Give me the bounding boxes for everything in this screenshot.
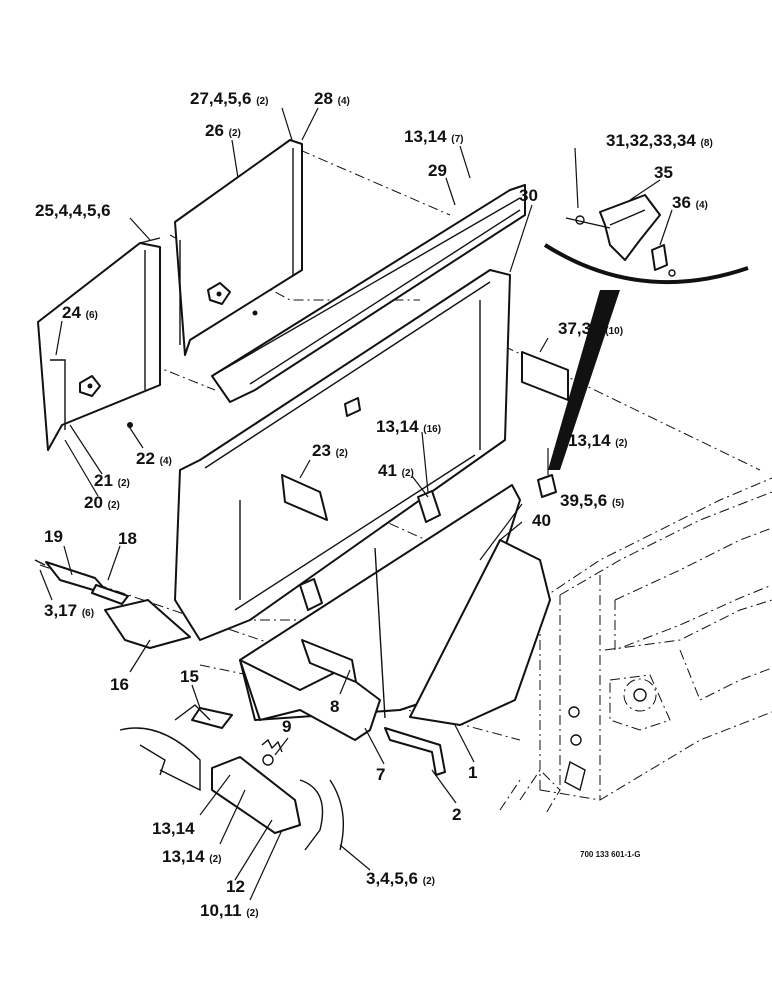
callout-31-34: 31,32,33,34 (8) xyxy=(606,131,713,150)
spring-9 xyxy=(261,738,283,766)
long-angle-29 xyxy=(211,184,526,403)
main-top-shield xyxy=(174,269,511,641)
plate-37-38 xyxy=(521,351,569,401)
machine-frame xyxy=(499,477,772,816)
callout-3-4-5-6: 3,4,5,6 (2) xyxy=(366,869,435,888)
left-side-shield xyxy=(37,237,161,451)
lower-shield-7 xyxy=(239,659,381,741)
callout-22: 22 (4) xyxy=(136,449,172,468)
lower-left-sheet xyxy=(119,704,345,851)
bracket-23 xyxy=(281,474,328,521)
detail-callout xyxy=(543,194,749,470)
plate-15 xyxy=(191,707,233,729)
drawing-code: 700 133 601-1-G xyxy=(580,850,641,859)
callout-13-14-a: 13,14 xyxy=(152,819,195,838)
callout-20: 20 (2) xyxy=(84,493,120,512)
callout-25-4-4-5-6: 25,4,4,5,6 xyxy=(35,201,111,220)
callout-13-14-16: 13,14 (16) xyxy=(376,417,441,436)
callout-26: 26 (2) xyxy=(205,121,241,140)
callout-41: 41 (2) xyxy=(378,461,414,480)
callout-16: 16 xyxy=(110,675,129,694)
hinges-41 xyxy=(299,474,557,611)
callout-36: 36 (4) xyxy=(672,193,708,212)
shield-16 xyxy=(104,599,191,649)
callout-15: 15 xyxy=(180,667,199,686)
callout-labels: 27,4,5,6 (2) 28 (4) 26 (2) 13,14 (7) 29 … xyxy=(35,89,713,920)
callout-18: 18 xyxy=(118,529,137,548)
callout-37-38: 37,38 (10) xyxy=(558,319,623,338)
callout-39-5-6: 39,5,6 (5) xyxy=(560,491,624,510)
callout-13-14-b: 13,14 (2) xyxy=(162,847,222,866)
callout-13-14-right: 13,14 (2) xyxy=(568,431,628,450)
callout-23: 23 (2) xyxy=(312,441,348,460)
bar-19-and-rod-18 xyxy=(34,559,129,605)
callout-29: 29 xyxy=(428,161,447,180)
bracket-2 xyxy=(384,727,446,776)
upper-inner-shield xyxy=(174,139,303,356)
callout-24: 24 (6) xyxy=(62,303,98,322)
callout-35: 35 xyxy=(654,163,673,182)
callout-10-11: 10,11 (2) xyxy=(200,901,259,920)
callout-13-14-top: 13,14 (7) xyxy=(404,127,464,146)
callout-21: 21 (2) xyxy=(94,471,130,490)
callout-2: 2 xyxy=(452,805,461,824)
leader-lines xyxy=(39,107,673,901)
bracket-8 xyxy=(301,639,357,683)
callout-3-17: 3,17 (6) xyxy=(44,601,94,620)
callout-9: 9 xyxy=(282,717,291,736)
callout-7: 7 xyxy=(376,765,385,784)
callout-8: 8 xyxy=(330,697,339,716)
callout-19: 19 xyxy=(44,527,63,546)
callout-12: 12 xyxy=(226,877,245,896)
callout-27-4-5-6: 27,4,5,6 (2) xyxy=(190,89,268,108)
callout-1: 1 xyxy=(468,763,477,782)
callout-40: 40 xyxy=(532,511,551,530)
callout-30: 30 xyxy=(519,186,538,205)
callout-28: 28 (4) xyxy=(314,89,350,108)
plate-12 xyxy=(211,756,301,834)
